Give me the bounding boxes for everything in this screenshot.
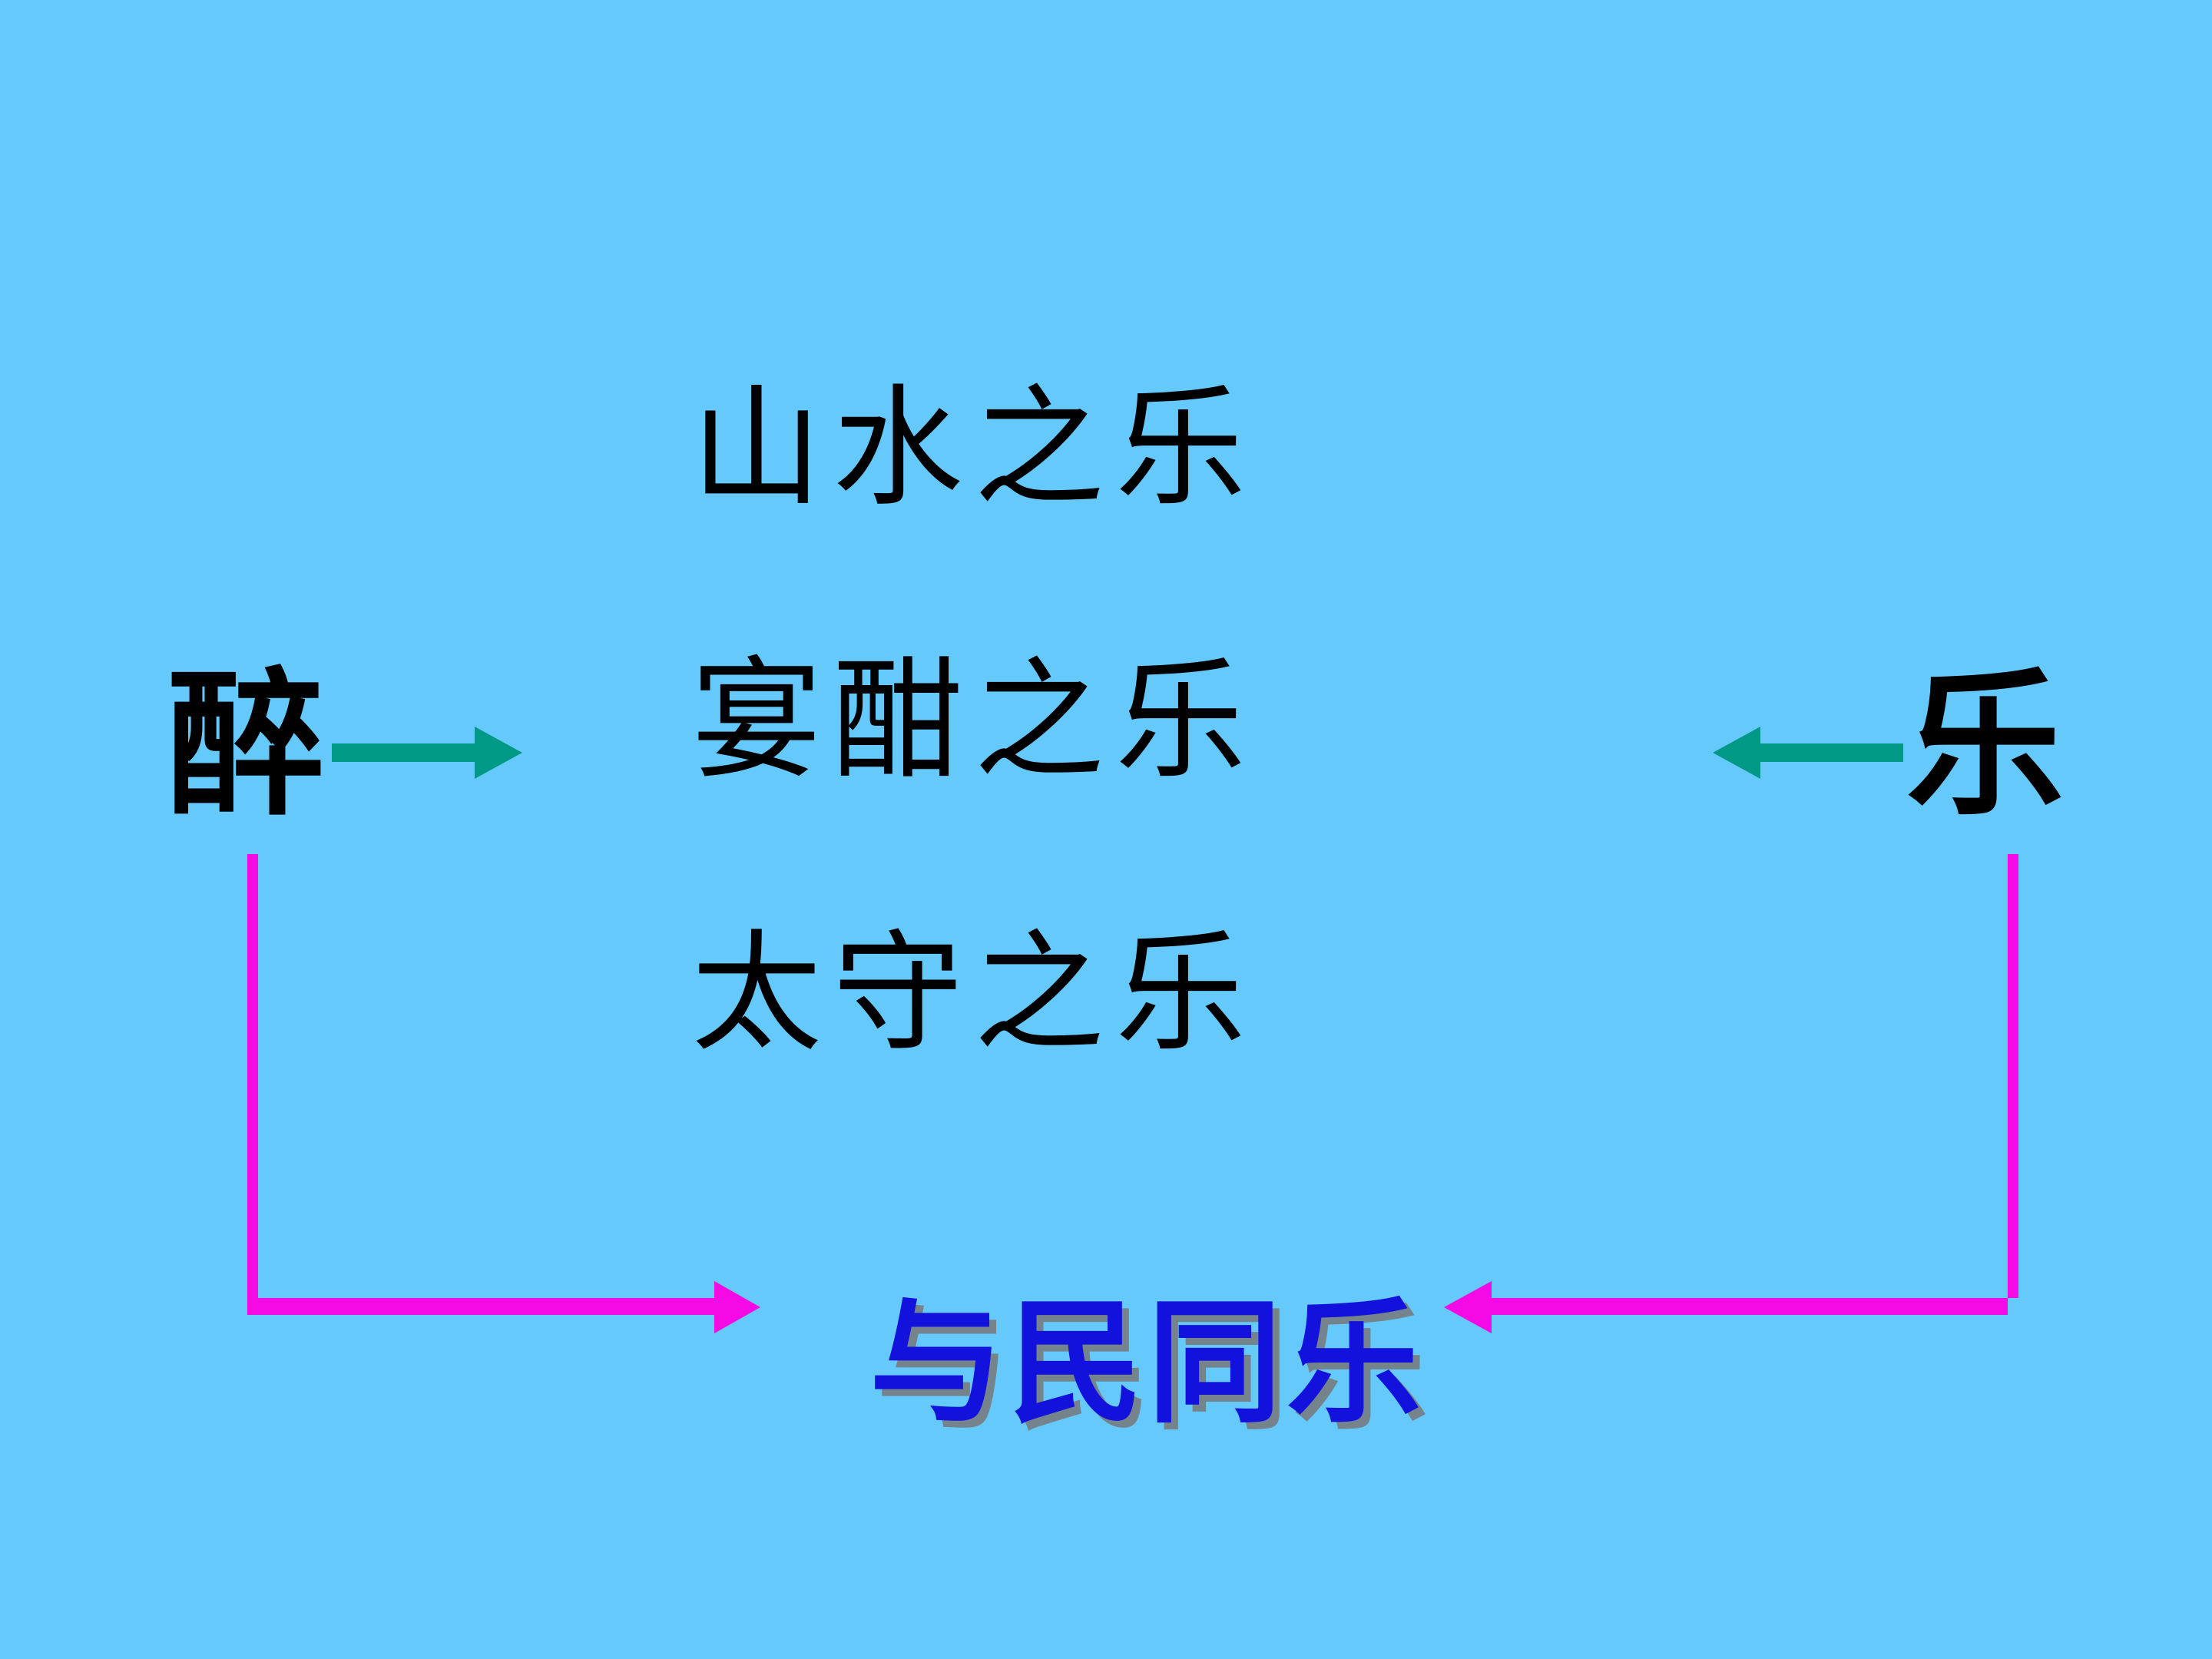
teal-arrow-right-icon (332, 722, 524, 787)
magenta-connector-right-icon (1421, 837, 2035, 1348)
right-node-le: 乐 (1906, 657, 2064, 833)
center-list-item-2: 宴酣之乐 (691, 650, 1257, 794)
center-list-item-1: 山水之乐 (691, 377, 1257, 522)
teal-arrow-left-icon (1711, 722, 1903, 787)
center-list: 山水之乐 宴酣之乐 太守之乐 (691, 384, 1336, 1060)
center-list-item-3: 太守之乐 (691, 922, 1257, 1067)
left-node-zui: 醉 (167, 657, 325, 833)
bottom-phrase: 与民同乐 (869, 1289, 1426, 1439)
magenta-connector-left-icon (230, 837, 783, 1348)
